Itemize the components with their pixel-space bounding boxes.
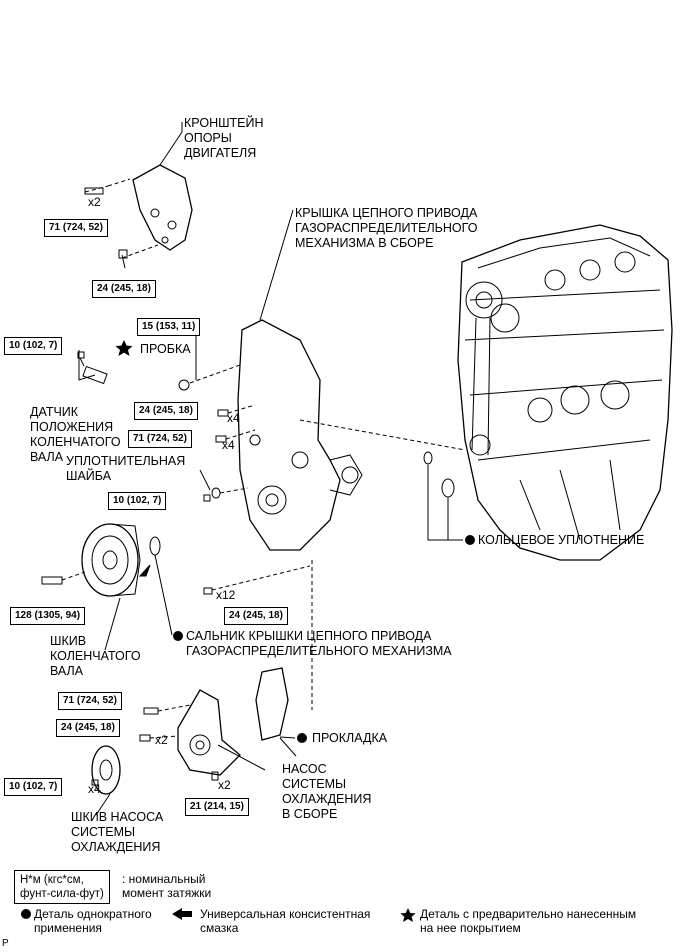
crankshaft-position-sensor	[77, 351, 108, 385]
qty-label: x4	[88, 782, 101, 796]
torque-box: 71 (724, 52)	[58, 692, 122, 710]
corner-mark: P	[2, 938, 9, 949]
bracket-label: КРОНШТЕЙН ОПОРЫ ДВИГАТЕЛЯ	[184, 116, 264, 160]
engine-block	[457, 224, 673, 561]
torque-box: 10 (102, 7)	[108, 492, 167, 510]
cover-oil-seal	[149, 536, 161, 556]
torque-box: 71 (724, 52)	[128, 430, 192, 448]
oil-seal-right	[441, 478, 455, 498]
torque-box: 128 (1305, 94)	[10, 607, 86, 625]
torque-box: 10 (102, 7)	[4, 778, 63, 796]
oring-label: КОЛЬЦЕВОЕ УПЛОТНЕНИЕ	[478, 533, 645, 547]
qty-label: x2	[88, 195, 101, 209]
grease-arrow	[138, 564, 151, 577]
qty-label: x4	[222, 438, 235, 452]
water-pump	[177, 689, 241, 776]
water-pump-pulley	[91, 745, 121, 795]
single-use-dot-oring	[465, 535, 475, 545]
o-ring-part	[423, 451, 433, 465]
timing-chain-cover	[237, 319, 466, 710]
legend-single-use-text: Деталь однократного применения	[34, 907, 152, 935]
torque-box: 21 (214, 15)	[185, 798, 249, 816]
gasket-part	[255, 667, 289, 741]
crankshaft-pulley	[81, 523, 141, 597]
qty-label: x12	[216, 588, 236, 602]
legend-precoated-icon	[400, 908, 416, 922]
engine-mount-bracket	[84, 164, 193, 269]
pump-label: НАСОС СИСТЕМЫ ОХЛАЖДЕНИЯ В СБОРЕ	[282, 762, 372, 821]
legend-unit-desc: : номинальный момент затяжки	[122, 872, 212, 900]
single-use-dot-seal	[173, 631, 183, 641]
torque-box: 24 (245, 18)	[92, 280, 156, 298]
qty-label: x2	[155, 733, 168, 747]
legend-precoated-text: Деталь с предварительно нанесенным на не…	[420, 907, 637, 935]
pulley-label: ШКИВ КОЛЕНЧАТОГО ВАЛА	[50, 634, 141, 678]
torque-box: 24 (245, 18)	[134, 402, 198, 420]
torque-box: 24 (245, 18)	[224, 607, 288, 625]
gasket-label: ПРОКЛАДКА	[312, 731, 388, 745]
torque-box: 71 (724, 52)	[44, 219, 108, 237]
legend-unit-box: Н*м (кгс*см, фунт-сила-фут)	[14, 870, 110, 904]
plug-part	[178, 379, 190, 391]
torque-box: 24 (245, 18)	[56, 719, 120, 737]
washer-label: УПЛОТНИТЕЛЬНАЯ ШАЙБА	[66, 454, 186, 483]
legend-grease-icon	[172, 908, 192, 920]
torque-box: 10 (102, 7)	[4, 337, 63, 355]
pump-pulley-label: ШКИВ НАСОСА СИСТЕМЫ ОХЛАЖДЕНИЯ	[71, 810, 164, 854]
precoated-star-plug	[115, 340, 133, 356]
oilseal-label: САЛЬНИК КРЫШКИ ЦЕПНОГО ПРИВОДА ГАЗОРАСПР…	[186, 629, 452, 658]
cover-label: КРЫШКА ЦЕПНОГО ПРИВОДА ГАЗОРАСПРЕДЕЛИТЕЛ…	[295, 206, 478, 250]
qty-label: x4	[227, 411, 240, 425]
legend-single-use-icon	[21, 909, 31, 919]
qty-label: x2	[218, 778, 231, 792]
sensor-label: ДАТЧИК ПОЛОЖЕНИЯ КОЛЕНЧАТОГО ВАЛА	[30, 405, 121, 464]
single-use-dot-gasket	[297, 733, 307, 743]
plug-label: ПРОБКА	[140, 342, 191, 356]
legend-grease-text: Универсальная консистентная смазка	[200, 907, 371, 935]
torque-box: 15 (153, 11)	[137, 318, 201, 336]
